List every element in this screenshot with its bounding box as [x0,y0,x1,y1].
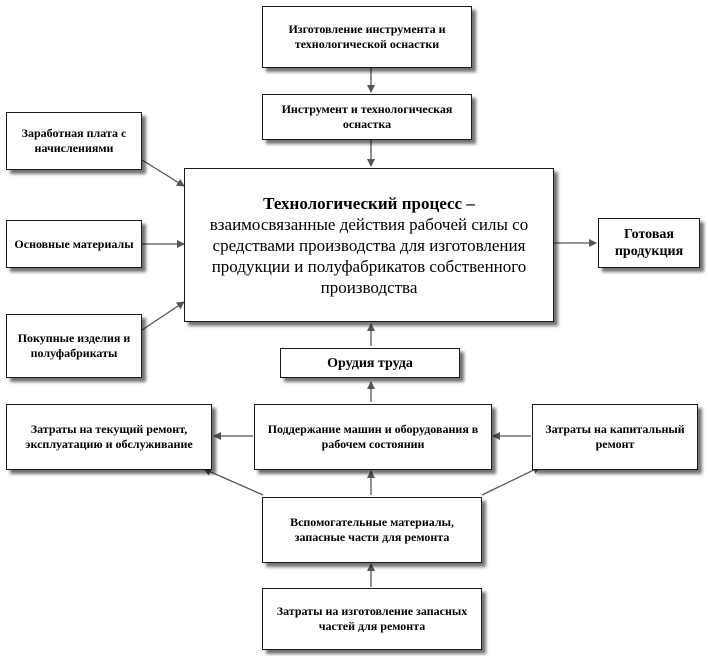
purchased-box: Покупные изделия и полуфабрикаты [6,314,142,378]
tool-making-label: Изготовление инструмента и технологическ… [288,22,446,51]
materials-box: Основные материалы [6,220,142,268]
current-repair-box: Затраты на текущий ремонт, эксплуатацию … [6,404,212,470]
instruments-box: Орудия труда [280,348,460,378]
materials-label: Основные материалы [14,236,134,251]
aux-materials-label: Вспомогательные материалы, запасные част… [290,515,454,544]
arrow-aux-to-capital [481,466,541,496]
process-description: взаимосвязанные действия рабочей силы со… [209,214,529,297]
purchased-label: Покупные изделия и полуфабрикаты [17,331,131,360]
wages-label: Заработная плата с начислениями [21,126,127,155]
tooling-label: Инструмент и технологическая оснастка [281,102,453,131]
capital-repair-box: Затраты на капитальный ремонт [532,404,698,470]
finished-product-label: Готовая продукция [614,227,684,259]
spare-parts-cost-label: Затраты на изготовление запасных частей … [276,604,468,633]
arrow-purchased-to-process [141,301,185,331]
process-title: Технологический процесс – [263,193,475,213]
tooling-box: Инструмент и технологическая оснастка [262,94,472,140]
capital-repair-label: Затраты на капитальный ремонт [545,422,685,451]
maintenance-label: Поддержание машин и оборудования в рабоч… [267,422,479,451]
instruments-label: Орудия труда [327,355,413,371]
arrow-aux-to-current [203,468,264,496]
maintenance-box: Поддержание машин и оборудования в рабоч… [254,404,492,470]
spare-parts-cost-box: Затраты на изготовление запасных частей … [262,588,482,650]
wages-box: Заработная плата с начислениями [6,112,142,170]
aux-materials-box: Вспомогательные материалы, запасные част… [262,497,482,563]
process-box: Технологический процесс – взаимосвязанны… [184,168,554,322]
arrow-wages-to-process [141,159,185,187]
finished-product-box: Готовая продукция [598,218,700,268]
tool-making-box: Изготовление инструмента и технологическ… [262,6,472,68]
current-repair-label: Затраты на текущий ремонт, эксплуатацию … [25,422,193,451]
